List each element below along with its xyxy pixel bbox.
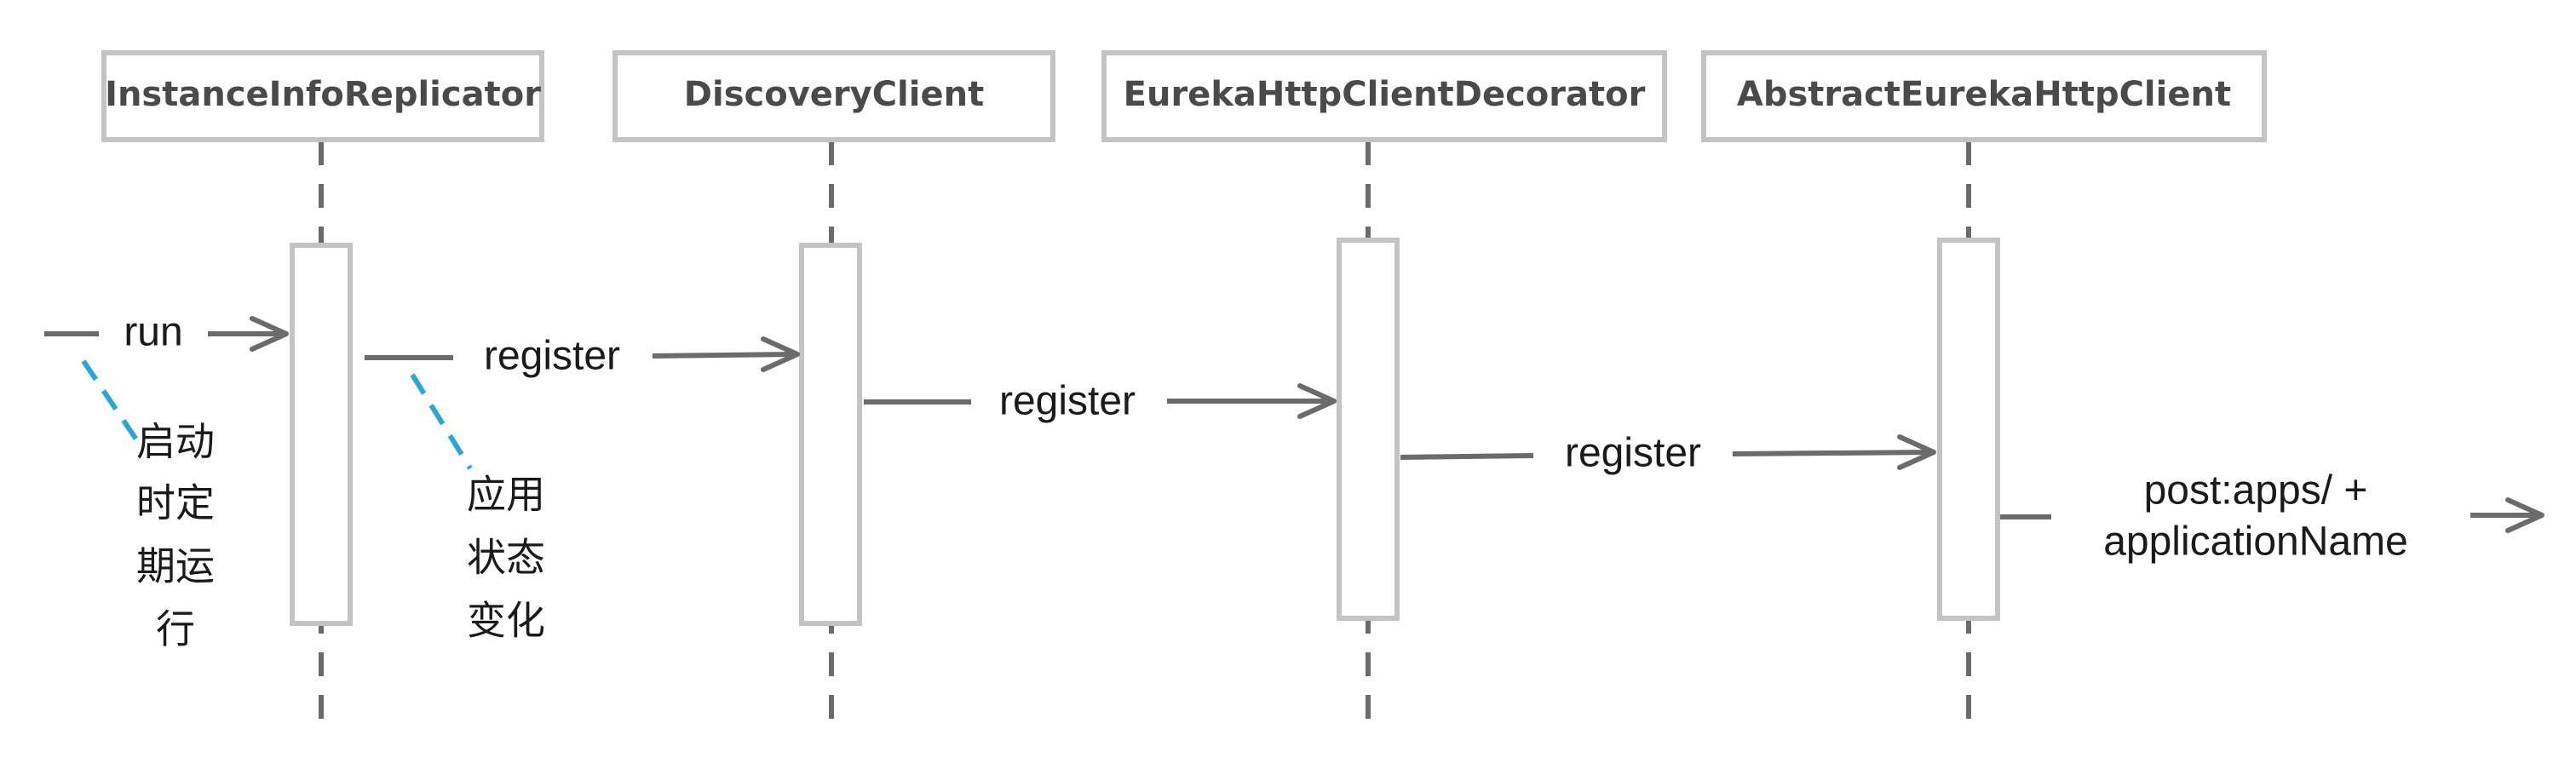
message-line [652,352,798,359]
lifeline-header-box [1101,50,1667,142]
note-line: 启动 [136,419,215,465]
note-line: 变化 [467,598,545,644]
message-post-apps: post:apps/ + applicationName [2000,468,2544,565]
activation-bar [290,243,353,626]
lifeline-abstract-eureka-http-client: AbstractEurekaHttpClient [1701,50,2267,732]
activation-bar [799,243,862,626]
note-line: 应用 [467,472,545,518]
lifeline-header-box [612,50,1055,142]
arrowhead-icon [1297,383,1337,419]
lifeline-title: EurekaHttpClientDecorator [1124,75,1646,114]
lifeline-title: AbstractEurekaHttpClient [1737,75,2231,114]
message-label: run [124,310,182,355]
lifeline-eureka-http-client-decorator: EurekaHttpClientDecorator [1101,50,1667,732]
lifeline-discovery-client: DiscoveryClient [612,50,1055,732]
message-line [1400,453,1534,460]
activation-bar [1937,238,2000,621]
message-register-2: register [864,379,1337,424]
lifeline-header-box [1701,50,2267,142]
lifeline-header-box [101,50,544,142]
message-label-line-1: post:apps/ + [2144,468,2368,514]
arrowhead-icon [250,316,289,352]
message-label-line-2: applicationName [2103,519,2408,565]
message-label: register [999,379,1136,424]
note-line: 状态 [467,535,545,581]
note-run: 启动 时定 期运 行 [81,359,215,652]
message-register-1: register [365,334,800,379]
note-line: 期运 [136,543,215,589]
arrowhead-icon [1897,434,1936,470]
activation-bar [1337,238,1400,621]
note-line: 时定 [136,480,215,526]
arrowhead-icon [761,336,800,372]
message-label: register [1565,431,1701,476]
message-run: run [44,310,289,355]
note-line: 行 [156,606,195,652]
lifeline-title: InstanceInfoReplicator [105,75,541,114]
lifeline-title: DiscoveryClient [684,75,984,114]
note-register: 应用 状态 变化 [410,373,545,644]
note-connector [410,373,473,470]
message-line [1732,450,1935,456]
message-register-3: register [1400,431,1936,476]
arrowhead-icon [2505,497,2544,533]
lifeline-instance-info-replicator: InstanceInfoReplicator [101,50,544,732]
note-connector [81,359,142,446]
message-label: register [484,334,620,379]
